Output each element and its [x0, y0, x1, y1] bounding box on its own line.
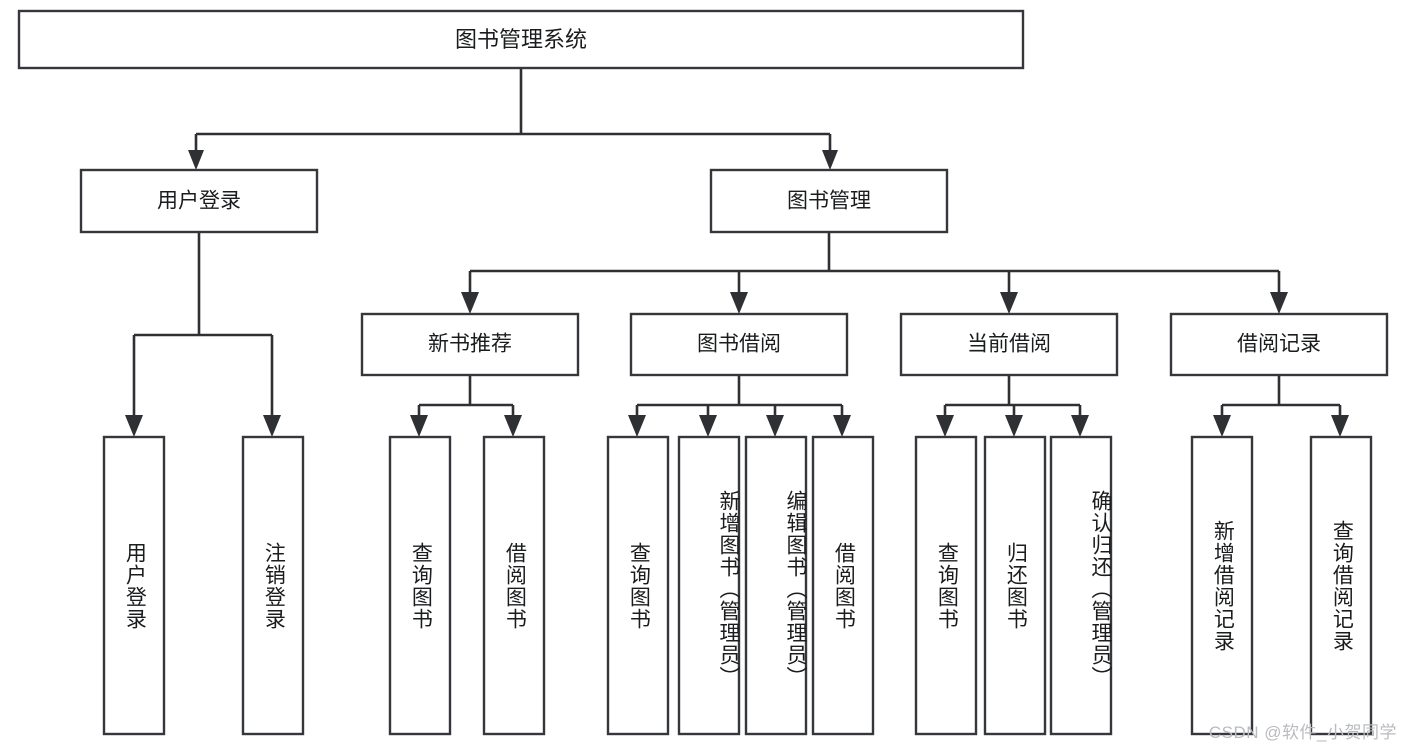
node-root-label: 图书管理系统 [455, 27, 587, 52]
node-borrow-record-box[interactable] [1169, 312, 1389, 377]
arrow-root-to-user [188, 150, 204, 170]
arrow-bookborrow-l4 [833, 415, 851, 437]
leaf-box-borrow-edit[interactable] [744, 435, 808, 736]
node-new-book-recommend[interactable]: 新书推荐 [360, 312, 580, 377]
arrow-borrowrecord-l1 [1213, 415, 1231, 437]
arrow-currentborrow-l3 [1071, 415, 1089, 437]
arrow-to-currentborrow [1000, 292, 1018, 314]
node-borrow-record-label: 借阅记录 [1237, 333, 1321, 356]
arrow-to-bookborrow [730, 292, 748, 314]
node-book-borrow-box[interactable] [629, 312, 849, 377]
leaf-box-newbook-query[interactable] [388, 435, 452, 736]
node-user-login[interactable]: 用户登录 [79, 168, 319, 234]
node-current-borrow-box[interactable] [899, 312, 1119, 377]
node-new-book-recommend-label: 新书推荐 [428, 333, 512, 356]
node-root-box[interactable] [17, 9, 1025, 70]
node-current-borrow-label: 当前借阅 [967, 333, 1051, 356]
node-book-borrow-label: 图书借阅 [697, 333, 781, 356]
arrow-to-newbook [461, 292, 479, 314]
leaf-box-user-login[interactable] [102, 435, 166, 736]
leaf-box-borrow-add[interactable] [677, 435, 741, 736]
node-new-book-recommend-box[interactable] [360, 312, 580, 377]
arrow-user-leaf1 [125, 415, 143, 437]
arrow-to-borrowrecord [1270, 292, 1288, 314]
arrow-newbook-l1 [410, 415, 428, 437]
arrow-currentborrow-l2 [1005, 415, 1023, 437]
connector-group [125, 68, 1349, 437]
arrow-bookborrow-l2 [699, 415, 717, 437]
node-book-management-box[interactable] [709, 168, 949, 234]
arrow-root-to-bookmgmt [822, 150, 838, 170]
leaf-box-current-confirm[interactable] [1049, 435, 1113, 736]
leaf-box-logout[interactable] [241, 435, 305, 736]
node-book-borrow[interactable]: 图书借阅 [629, 312, 849, 377]
leaf-box-record-query[interactable] [1309, 435, 1373, 736]
leaf-box-borrow-query[interactable] [606, 435, 670, 736]
node-user-login-label: 用户登录 [157, 190, 241, 213]
arrow-currentborrow-l1 [936, 415, 954, 437]
node-current-borrow[interactable]: 当前借阅 [899, 312, 1119, 377]
arrow-user-leaf2 [263, 415, 281, 437]
node-root[interactable]: 图书管理系统 [17, 9, 1025, 70]
arrow-newbook-l2 [504, 415, 522, 437]
leaf-box-newbook-borrow[interactable] [482, 435, 546, 736]
arrow-borrowrecord-l2 [1331, 415, 1349, 437]
leaf-box-current-query[interactable] [914, 435, 978, 736]
leaf-box-current-return[interactable] [983, 435, 1047, 736]
arrow-bookborrow-l1 [628, 415, 646, 437]
node-borrow-record[interactable]: 借阅记录 [1169, 312, 1389, 377]
node-book-management[interactable]: 图书管理 [709, 168, 949, 234]
arrow-bookborrow-l3 [766, 415, 784, 437]
leaf-box-record-add[interactable] [1190, 435, 1254, 736]
node-user-login-box[interactable] [79, 168, 319, 234]
node-book-management-label: 图书管理 [787, 190, 871, 213]
leaf-box-borrow-lend[interactable] [811, 435, 875, 736]
